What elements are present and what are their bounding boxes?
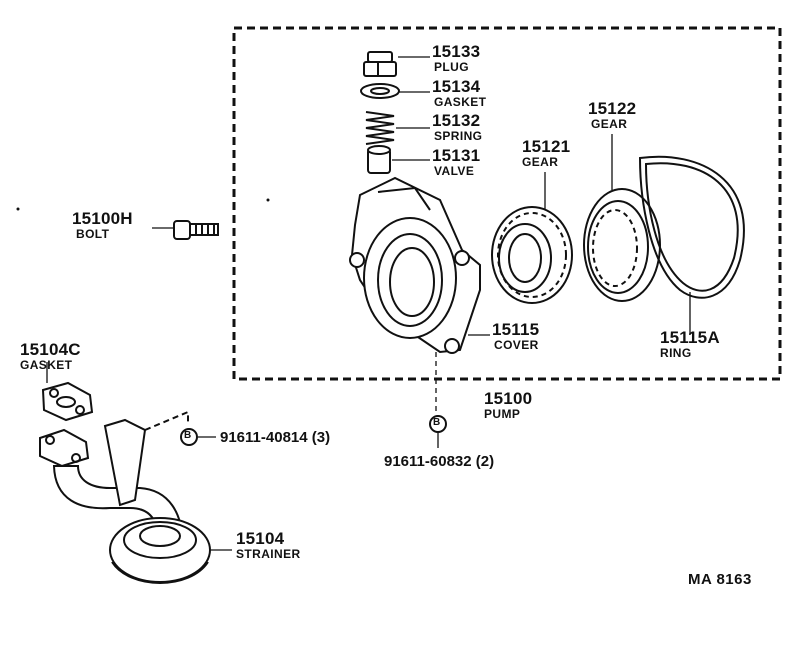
part-name-spring: SPRING bbox=[434, 129, 483, 143]
bolt-drawing bbox=[173, 220, 219, 240]
gasket-washer-drawing bbox=[360, 83, 400, 99]
o-ring-drawing bbox=[638, 155, 745, 299]
part-name-gasket-strainer: GASKET bbox=[20, 358, 73, 372]
leader-lines bbox=[46, 56, 691, 551]
diagram-code: MA 8163 bbox=[688, 571, 752, 588]
stray-mark bbox=[266, 198, 270, 202]
inner-gear-drawing bbox=[491, 206, 573, 304]
part-number-15115A: 15115A bbox=[660, 328, 720, 347]
strainer-gasket-drawing bbox=[41, 381, 94, 422]
part-name-cover: COVER bbox=[494, 338, 539, 352]
part-number-15132: 15132 bbox=[432, 111, 481, 130]
part-name-valve: VALVE bbox=[434, 164, 475, 178]
bolt-ref-91611-40814: 91611-40814 (3) bbox=[220, 429, 331, 446]
part-name-gear-outer: GEAR bbox=[591, 117, 628, 131]
spring-drawing bbox=[365, 111, 395, 145]
part-number-15122: 15122 bbox=[588, 99, 637, 118]
part-number-15133: 15133 bbox=[432, 42, 481, 61]
part-name-pump: PUMP bbox=[484, 407, 521, 421]
pump-assembly-boundary bbox=[232, 26, 782, 381]
part-number-15104: 15104 bbox=[236, 529, 285, 548]
strainer-drawing bbox=[39, 410, 211, 584]
part-name-plug: PLUG bbox=[434, 60, 469, 74]
part-name-gasket: GASKET bbox=[434, 95, 487, 109]
part-number-15100H: 15100H bbox=[72, 209, 133, 228]
bolt-ref-91611-60832: 91611-60832 (2) bbox=[384, 453, 495, 470]
pump-cover-drawing bbox=[349, 176, 481, 354]
part-name-strainer: STRAINER bbox=[236, 547, 301, 561]
bolt-marker-circles bbox=[180, 415, 447, 446]
stray-mark bbox=[16, 207, 20, 211]
part-number-15134: 15134 bbox=[432, 77, 481, 96]
part-number-15131: 15131 bbox=[432, 146, 481, 165]
valve-drawing bbox=[367, 145, 391, 174]
plug-drawing bbox=[363, 51, 397, 77]
part-number-15121: 15121 bbox=[522, 137, 571, 156]
part-name-gear-inner: GEAR bbox=[522, 155, 559, 169]
part-number-15100: 15100 bbox=[484, 389, 533, 408]
part-number-15115: 15115 bbox=[492, 320, 540, 339]
part-name-bolt: BOLT bbox=[76, 227, 110, 241]
bolt-marker-b-center: B bbox=[433, 417, 441, 428]
part-name-ring: RING bbox=[660, 346, 692, 360]
bolt-marker-b-left: B bbox=[184, 430, 192, 441]
part-number-15104C: 15104C bbox=[20, 340, 81, 359]
outer-gear-drawing bbox=[583, 188, 661, 302]
